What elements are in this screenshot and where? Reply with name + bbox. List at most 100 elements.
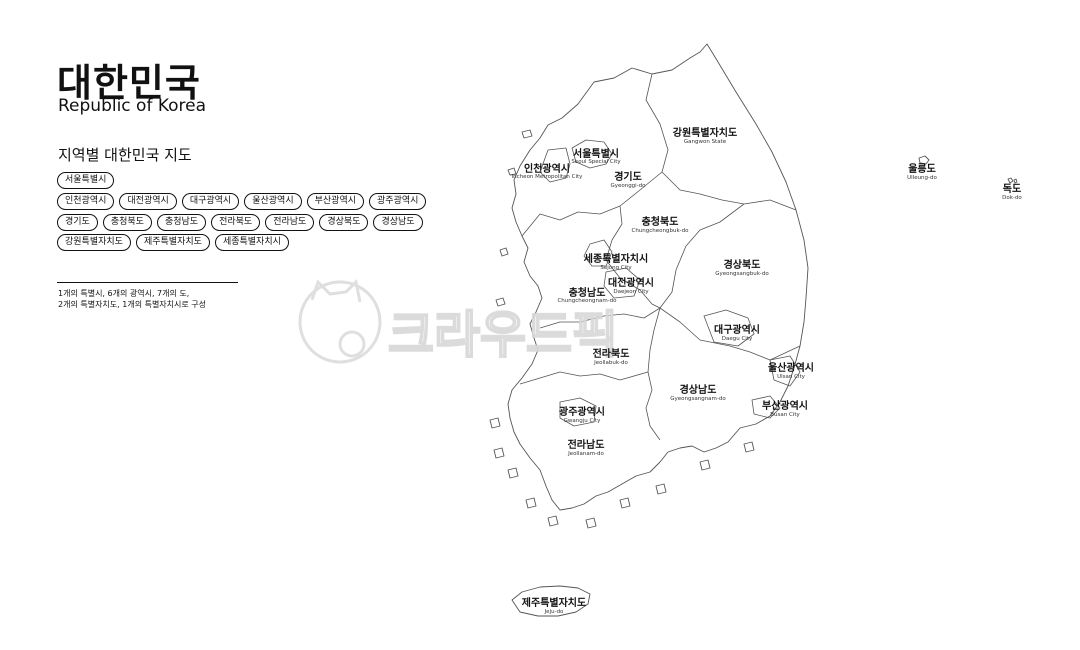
- border-gyeonggi-gangwon: [645, 73, 701, 195]
- islet: [489, 417, 501, 429]
- label-ulleung: 울릉도 Ulleung-do: [907, 163, 937, 181]
- svg-text:광주광역시: 광주광역시: [559, 405, 605, 418]
- svg-text:Incheon Metropolitan City: Incheon Metropolitan City: [512, 174, 584, 180]
- border-chungnam-jeonbuk: [539, 307, 661, 329]
- label-gyeongbuk: 경상북도 Gyeongsangbuk-do: [715, 258, 769, 277]
- chip-gwangju[interactable]: 광주광역시: [369, 193, 427, 210]
- islet: [507, 467, 519, 479]
- chip-row-special-city: 서울특별시: [57, 172, 115, 189]
- border-daegu: [703, 309, 755, 347]
- svg-text:Gyeongsangnam-do: Gyeongsangnam-do: [670, 396, 726, 402]
- border-seoul: [571, 139, 613, 169]
- dokdo-island: [1007, 177, 1014, 184]
- page-subtitle-english: Republic of Korea: [58, 96, 207, 116]
- islet: [699, 459, 711, 471]
- chip-jeonbuk[interactable]: 전라북도: [211, 214, 261, 231]
- chip-incheon[interactable]: 인천광역시: [57, 193, 115, 210]
- islet: [493, 447, 505, 459]
- border-gwangju: [559, 397, 597, 427]
- chip-seoul[interactable]: 서울특별시: [57, 172, 115, 189]
- islet: [495, 297, 506, 307]
- label-sejong: 세종특별자치시 Sejong City: [584, 252, 648, 271]
- watermark-text: 크라우드픽: [388, 306, 618, 364]
- chip-chungbuk[interactable]: 충청북도: [102, 214, 152, 231]
- islet: [743, 441, 755, 453]
- border-jeonbuk-jeonnam: [519, 371, 649, 385]
- label-chungnam: 충청남도 Chungcheongnam-do: [557, 286, 617, 304]
- islet: [655, 483, 667, 495]
- label-daejeon: 대전광역시 Daejeon City: [608, 276, 654, 295]
- chip-sejong[interactable]: 세종특별자치시: [214, 234, 289, 251]
- label-gyeongnam: 경상남도 Gyeongsangnam-do: [670, 383, 726, 402]
- chip-daejeon[interactable]: 대전광역시: [119, 193, 177, 210]
- label-jeju: 제주특별자치도 Jeju-do: [522, 596, 586, 615]
- svg-text:전라남도: 전라남도: [568, 438, 605, 451]
- svg-text:Gangwon State: Gangwon State: [684, 139, 727, 145]
- svg-text:부산광역시: 부산광역시: [762, 399, 808, 412]
- svg-text:인천광역시: 인천광역시: [524, 162, 570, 175]
- svg-text:대구광역시: 대구광역시: [714, 323, 760, 336]
- jeju-island: [511, 585, 591, 617]
- page-title: 대한민국: [57, 61, 201, 105]
- svg-text:Chungcheongnam-do: Chungcheongnam-do: [557, 298, 617, 304]
- chip-gyeongnam[interactable]: 경상남도: [373, 214, 423, 231]
- section-heading: 지역별 대한민국 지도: [58, 146, 192, 164]
- chip-daegu[interactable]: 대구광역시: [181, 193, 240, 210]
- note-line-2: 2개의 특별자치도, 1개의 특별자치시로 구성: [58, 300, 207, 309]
- svg-text:경상남도: 경상남도: [680, 383, 717, 396]
- label-daegu: 대구광역시 Daegu City: [714, 323, 760, 342]
- islet: [525, 497, 537, 509]
- svg-text:Daegu City: Daegu City: [722, 336, 753, 342]
- chip-gyeongbuk[interactable]: 경상북도: [319, 214, 369, 231]
- label-jeonbuk: 전라북도 Jeollabuk-do: [593, 347, 630, 366]
- islet: [547, 515, 559, 527]
- label-seoul: 서울특별시 Seoul Special City: [571, 147, 621, 165]
- border-busan: [751, 395, 781, 419]
- islet: [507, 167, 517, 176]
- label-ulsan: 울산광역시 Ulsan City: [768, 361, 814, 380]
- mainland-outline: [507, 43, 809, 511]
- svg-text:Sejong City: Sejong City: [600, 265, 632, 271]
- svg-text:Dok-do: Dok-do: [1002, 195, 1022, 201]
- ulleung-island: [918, 155, 930, 165]
- label-jeonnam: 전라남도 Jeollanam-do: [567, 438, 604, 457]
- label-busan: 부산광역시 Busan City: [762, 399, 808, 418]
- svg-text:Ulleung-do: Ulleung-do: [907, 175, 937, 181]
- chip-busan[interactable]: 부산광역시: [306, 193, 365, 210]
- chip-jeju[interactable]: 제주특별자치도: [135, 234, 210, 251]
- svg-text:Chungcheongbuk-do: Chungcheongbuk-do: [631, 228, 689, 234]
- border-daejeon: [603, 267, 641, 299]
- note-line-1: 1개의 특별시, 6개의 광역시, 7개의 도,: [58, 289, 190, 298]
- border-sejong: [583, 239, 613, 267]
- border-gyeonggi-chungbuk: [599, 171, 663, 215]
- svg-text:독도: 독도: [1003, 183, 1021, 195]
- label-dokdo: 독도 Dok-do: [1002, 183, 1022, 201]
- label-gyeonggi: 경기도 Gyeonggi-do: [610, 170, 646, 189]
- chip-ulsan[interactable]: 울산광역시: [244, 193, 302, 210]
- svg-text:경상북도: 경상북도: [724, 258, 761, 271]
- border-chungbuk-chungnam: [605, 205, 661, 309]
- border-incheon: [539, 147, 571, 183]
- chip-jeonnam[interactable]: 전라남도: [265, 214, 315, 231]
- chip-row-provinces: 경기도 충청북도 충청남도 전라북도 전라남도 경상북도 경상남도: [57, 214, 423, 231]
- watermark: 크라우드픽: [298, 278, 619, 365]
- border-ulsan: [769, 355, 801, 387]
- svg-text:Gwangju City: Gwangju City: [564, 418, 601, 424]
- label-incheon: 인천광역시 Incheon Metropolitan City: [512, 162, 584, 180]
- border-chungbuk-gyeongbuk: [659, 203, 745, 309]
- svg-text:Seoul Special City: Seoul Special City: [571, 159, 621, 165]
- svg-text:울릉도: 울릉도: [908, 163, 936, 175]
- chip-chungnam[interactable]: 충청남도: [156, 214, 207, 231]
- svg-text:Gyeongsangbuk-do: Gyeongsangbuk-do: [715, 271, 769, 277]
- label-gwangju: 광주광역시 Gwangju City: [559, 405, 605, 424]
- chip-row-metropolitan: 인천광역시 대전광역시 대구광역시 울산광역시 부산광역시 광주광역시: [57, 193, 427, 210]
- chip-gangwon[interactable]: 강원특별자치도: [57, 234, 131, 251]
- chip-gyeonggi[interactable]: 경기도: [57, 214, 98, 231]
- svg-text:세종특별자치시: 세종특별자치시: [584, 252, 648, 265]
- svg-text:대전광역시: 대전광역시: [608, 276, 654, 289]
- chip-row-special-autonomous: 강원특별자치도 제주특별자치도 세종특별자치시: [57, 234, 289, 251]
- dokdo-islet: [1013, 178, 1018, 184]
- islet: [619, 497, 631, 509]
- divider: [57, 282, 238, 283]
- label-chungbuk: 충청북도 Chungcheongbuk-do: [631, 215, 689, 234]
